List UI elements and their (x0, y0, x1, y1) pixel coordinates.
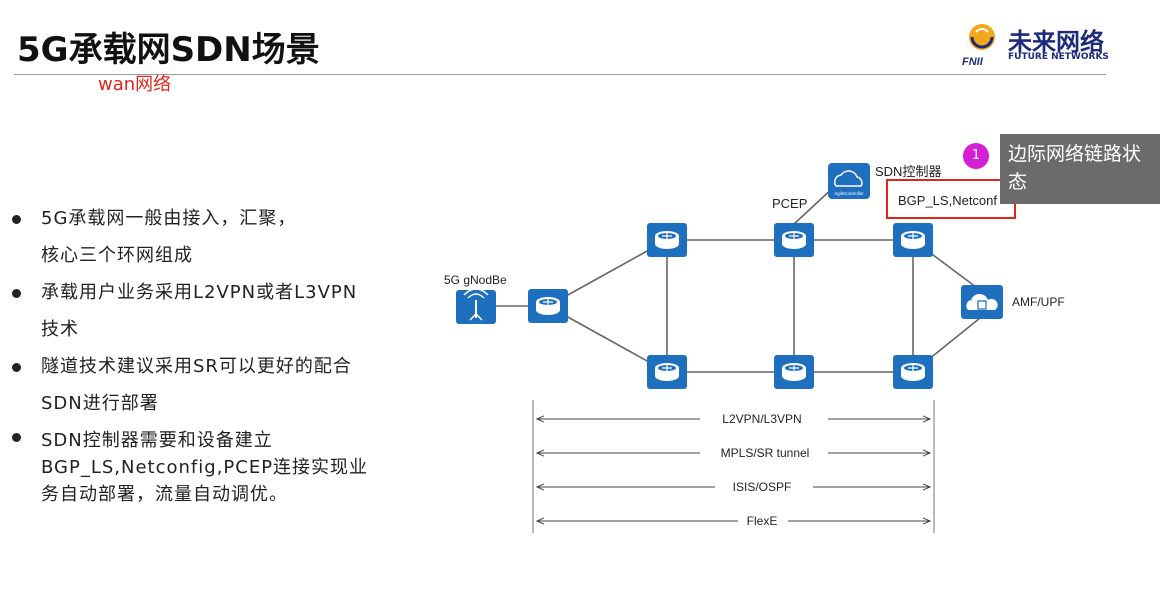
router-icon (646, 354, 688, 390)
network-links (483, 185, 981, 373)
bullet-line: 技术 (41, 319, 79, 340)
router-icon (773, 222, 815, 258)
bullet-line: 务自动部署，流量自动调优。 (41, 484, 288, 505)
router-icon (527, 288, 569, 324)
gnodeb-label: 5G gNodBe (444, 273, 507, 287)
title-divider (14, 74, 1106, 75)
bullet-item: 5G承载网一般由接入，汇聚， 核心三个环网组成 (12, 200, 412, 274)
svg-text:AgileController: AgileController (834, 191, 864, 196)
span-label: FlexE (747, 514, 778, 528)
bullet-dot-icon (12, 363, 21, 372)
bullet-line: 5G承载网一般由接入，汇聚， (41, 208, 297, 229)
amf-label: AMF/UPF (1012, 295, 1065, 309)
brand-logo: FNII 未来网络 FUTURE NETWORKS (960, 20, 1110, 68)
bullet-list: 5G承载网一般由接入，汇聚， 核心三个环网组成 承载用户业务采用L2VPN或者L… (12, 200, 412, 508)
bullet-dot-icon (12, 215, 21, 224)
span-arrows (537, 419, 930, 521)
span-guides (532, 400, 935, 533)
bullet-dot-icon (12, 433, 21, 442)
router-icon (892, 354, 934, 390)
span-label: ISIS/OSPF (733, 480, 792, 494)
controller-label: SDN控制器 (875, 164, 941, 179)
span-label: L2VPN/L3VPN (722, 412, 801, 426)
bullet-line: SDN进行部署 (41, 393, 159, 414)
span-label: MPLS/SR tunnel (721, 446, 810, 460)
bullet-line: 承载用户业务采用L2VPN或者L3VPN (41, 282, 358, 303)
bullet-item: 承载用户业务采用L2VPN或者L3VPN 技术 (12, 274, 412, 348)
subtitle: wan网络 (98, 74, 172, 95)
controller-icon: AgileController (828, 163, 870, 199)
svg-text:FNII: FNII (962, 56, 984, 68)
router-icon (892, 222, 934, 258)
router-icon (646, 222, 688, 258)
bullet-line: 隧道技术建议采用SR可以更好的配合 (41, 356, 352, 377)
bullet-line: 核心三个环网组成 (41, 245, 193, 266)
page-title: 5G承载网SDN场景 (17, 30, 320, 70)
bullet-line: SDN控制器需要和设备建立 (41, 430, 273, 451)
fnii-logo-icon: FNII (962, 24, 995, 68)
router-icon (773, 354, 815, 390)
annotation-number-badge[interactable]: 1 (963, 143, 989, 169)
annotation-tooltip: 边际网络链路状态 (1000, 134, 1160, 204)
pcep-label: PCEP (772, 196, 807, 211)
base-station-icon (456, 288, 496, 324)
bullet-item: SDN控制器需要和设备建立 BGP_LS,Netconfig,PCEP连接实现业… (12, 422, 412, 508)
bullet-item: 隧道技术建议采用SR可以更好的配合 SDN进行部署 (12, 348, 412, 422)
logo-cn-text: 未来网络 (1008, 28, 1104, 56)
bgp-label: BGP_LS,Netconf (898, 193, 997, 208)
core-cloud-icon (961, 285, 1003, 319)
network-diagram: 5G gNodBe AgileController SDN控制器 PCEP BG… (444, 163, 1065, 533)
bullet-line: BGP_LS,Netconfig,PCEP连接实现业 (41, 457, 369, 478)
bullet-dot-icon (12, 289, 21, 298)
logo-en-text: FUTURE NETWORKS (1008, 52, 1109, 62)
